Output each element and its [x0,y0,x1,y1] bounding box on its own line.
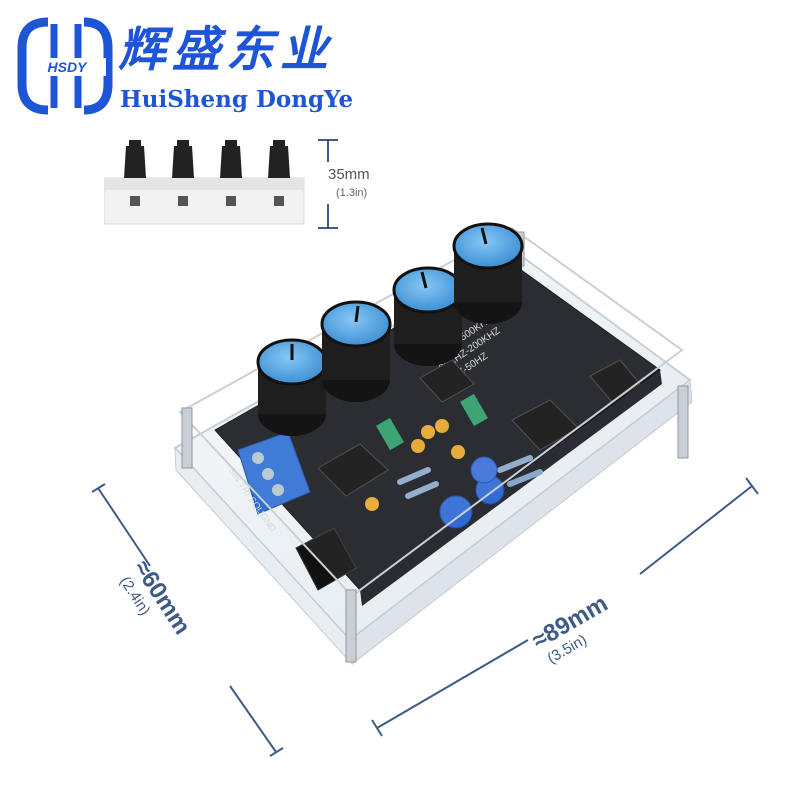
electrolytic-capacitor [470,456,498,484]
knob[interactable] [452,222,524,324]
brand-name-chinese: 辉盛东业 [118,22,335,78]
resistor [405,481,439,499]
knob-profile-diagram [103,139,338,229]
resistor [497,455,533,473]
ic-chip [317,443,389,497]
standoff-screw [677,385,689,459]
knob[interactable] [392,266,464,366]
standoff-screw [181,407,193,469]
brand-header: HSDY 辉盛东业 HuiSheng DongYe [14,10,434,120]
knob[interactable] [256,338,328,436]
capacitor [435,419,449,433]
capacitor [411,439,425,453]
ic-chip [419,359,475,403]
standoff-screw [345,589,357,663]
knob[interactable] [320,300,392,402]
trimmer-potentiometer [439,495,473,529]
height-value: 35mm [328,166,370,183]
capacitor [421,425,435,439]
dc-power-jack [295,527,357,591]
resistor [397,467,431,485]
resistor [507,469,543,487]
brand-logo-text: HSDY [48,59,89,75]
jumper-header [460,393,488,427]
knob-silhouette-icon [124,140,290,206]
capacitor [365,497,379,511]
height-value-inches: (1.3in) [336,187,368,199]
capacitor [451,445,465,459]
height-legend: 35mm (1.3in) [103,136,394,236]
jumper-header [376,417,404,451]
brand-name-english: HuiSheng DongYe [120,86,354,113]
brand-logo-icon: HSDY [17,17,113,115]
